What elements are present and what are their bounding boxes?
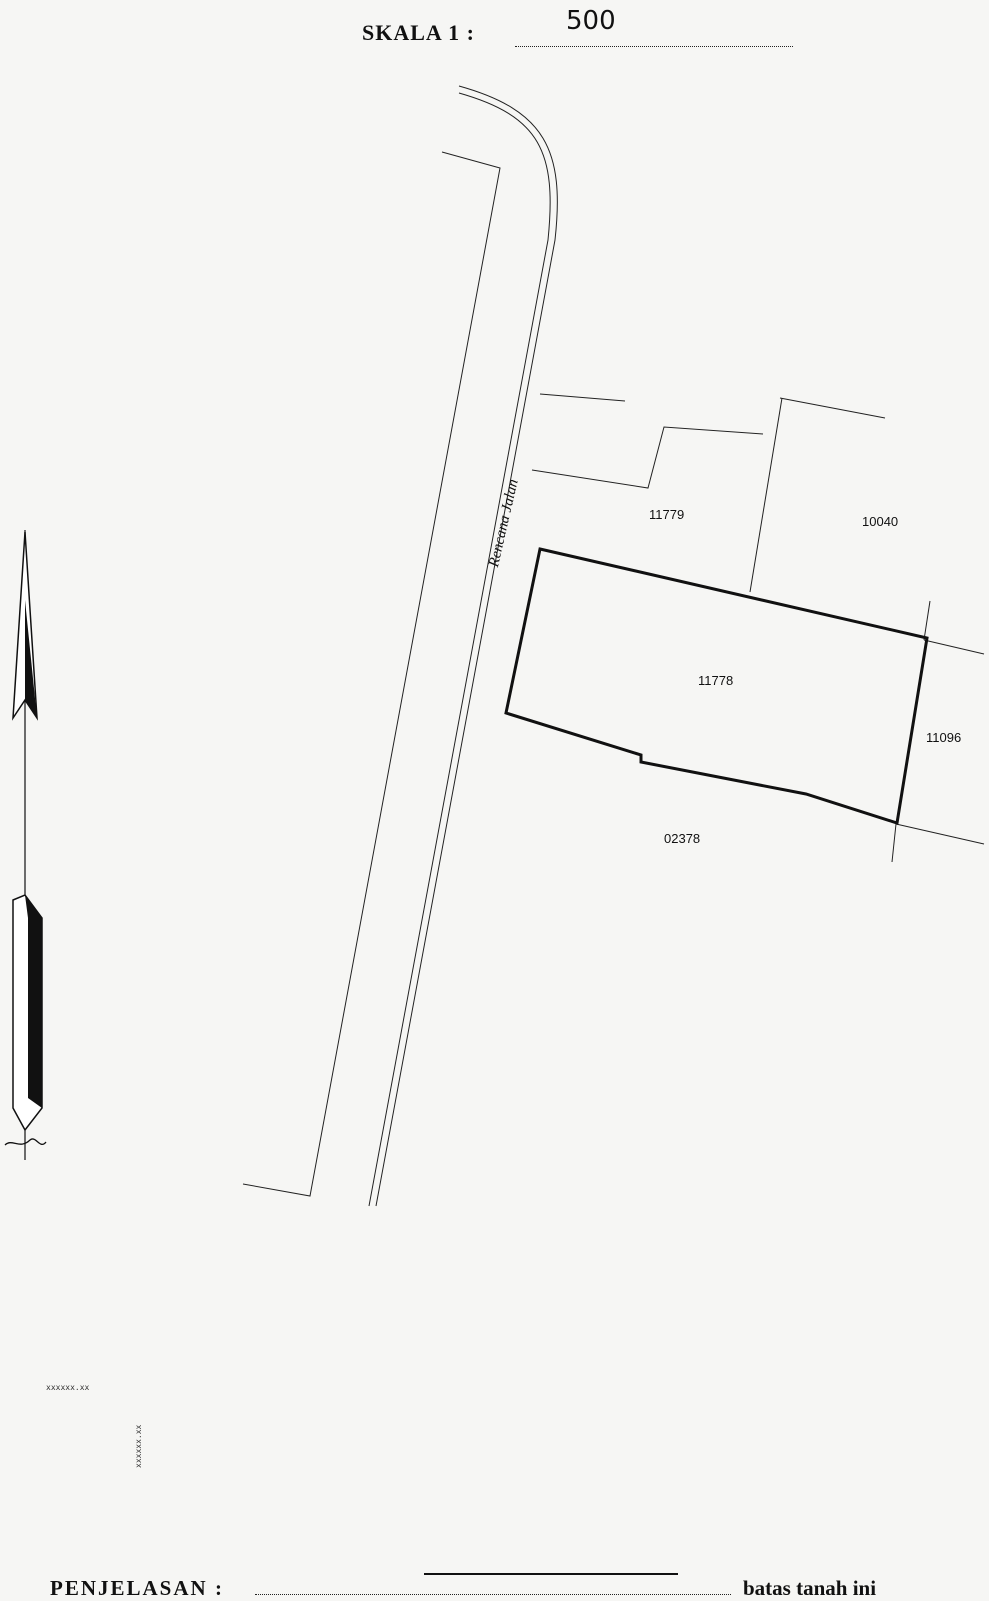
parcel-label-10040: 10040: [862, 514, 899, 529]
legend-text: batas tanah ini: [743, 1576, 877, 1600]
boundary-10040-top: [779, 397, 886, 419]
road-edge-right: [375, 85, 558, 1207]
legend-boundary-sample: [424, 1573, 678, 1575]
legend-dotted-line: [255, 1594, 731, 1595]
code-horizontal: xxxxxx.xx: [46, 1383, 90, 1392]
parcel-label-02378: 02378: [664, 831, 701, 846]
boundary-east-top: [923, 600, 931, 641]
boundary-east-1: [923, 639, 985, 655]
boundary-east-bottom: [891, 823, 897, 863]
parcel-label-11779: 11779: [649, 507, 685, 522]
road-lines: [242, 85, 985, 1207]
parcel-label-11778: 11778: [698, 673, 734, 688]
scale-label: SKALA 1 :: [362, 20, 475, 45]
scale-dotted-line: [515, 46, 793, 47]
north-arrow-icon: [4, 530, 47, 1160]
code-vertical: xxxxxx.xx: [134, 1424, 143, 1468]
parcel-label-11096: 11096: [926, 730, 962, 745]
subject-parcel-boundary: [504, 547, 929, 825]
boundary-10040-left: [749, 397, 783, 593]
road-edge-left: [242, 151, 501, 1197]
boundary-11779: [531, 426, 764, 489]
road-edge-right-inner: [368, 92, 551, 1207]
boundary-east-2: [895, 823, 985, 845]
boundary-north-1: [539, 393, 626, 402]
legend-title: PENJELASAN :: [50, 1576, 224, 1600]
scale-value: 500: [566, 6, 616, 36]
